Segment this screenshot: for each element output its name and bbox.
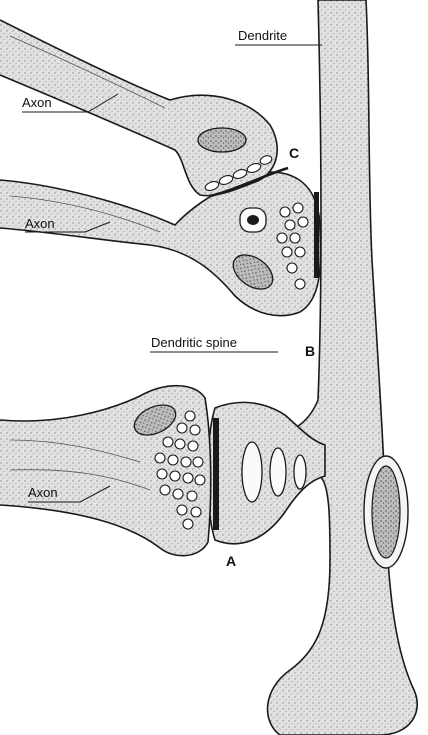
spine-apparatus: [270, 448, 286, 496]
axon-c-mitochondrion: [198, 128, 246, 152]
label-synapse-a: A: [226, 553, 236, 569]
spine-apparatus: [294, 455, 306, 489]
axon-terminal-b: [0, 172, 321, 316]
postsynaptic-density-b: [314, 192, 319, 278]
label-dendritic-spine: Dendritic spine: [151, 335, 237, 350]
axon-terminal-a: [0, 386, 211, 556]
label-axon-bottom: Axon: [28, 485, 58, 500]
label-axon-top: Axon: [22, 95, 52, 110]
dendrite-mitochondrion: [372, 466, 400, 558]
label-synapse-c: C: [289, 145, 299, 161]
label-dendrite: Dendrite: [238, 28, 287, 43]
postsynaptic-density-a: [213, 418, 219, 530]
dendrite-trunk: [262, 0, 417, 735]
label-axon-middle: Axon: [25, 216, 55, 231]
label-synapse-b: B: [305, 343, 315, 359]
spine-apparatus: [242, 442, 262, 502]
